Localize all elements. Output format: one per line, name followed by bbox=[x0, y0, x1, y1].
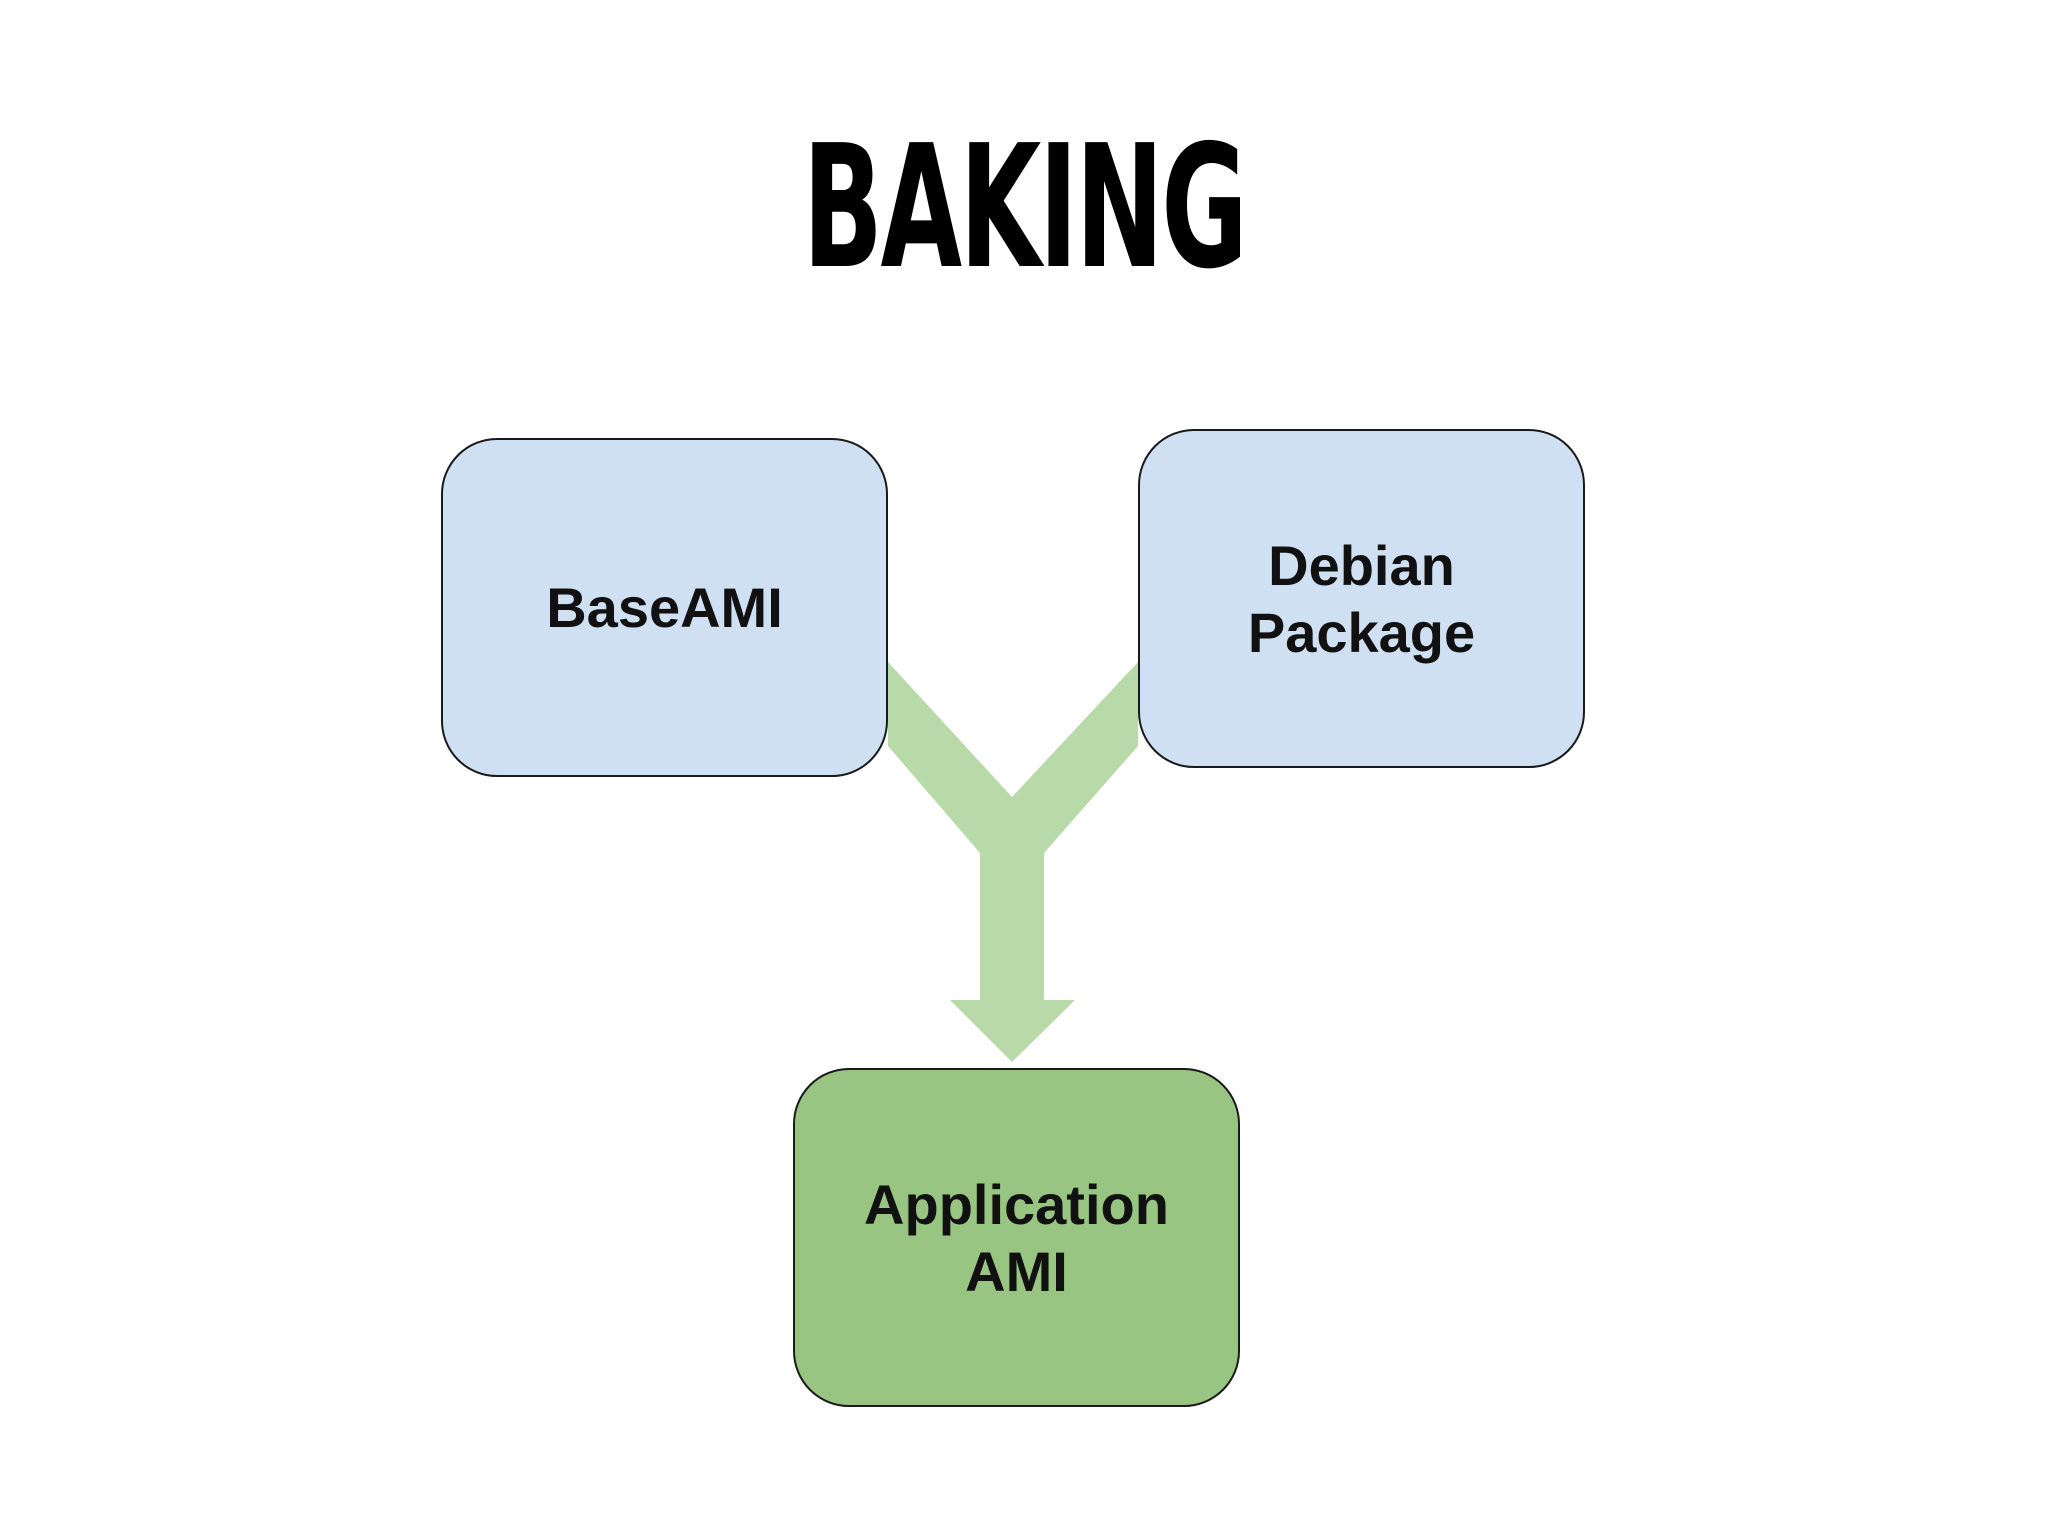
node-label-line1: Application bbox=[864, 1172, 1169, 1236]
node-base-ami: BaseAMI bbox=[441, 438, 888, 777]
node-application-ami: Application AMI bbox=[793, 1068, 1240, 1407]
merge-arrow-shape bbox=[888, 662, 1138, 1062]
node-label: BaseAMI bbox=[546, 576, 783, 639]
title-text: BAKING bbox=[802, 109, 1248, 307]
node-label-line2: AMI bbox=[965, 1239, 1068, 1303]
page-title: BAKING bbox=[0, 108, 2048, 308]
node-debian-package: Debian Package bbox=[1138, 429, 1585, 768]
node-label-line2: Package bbox=[1247, 600, 1476, 664]
node-label-line1: Debian bbox=[1268, 533, 1455, 597]
